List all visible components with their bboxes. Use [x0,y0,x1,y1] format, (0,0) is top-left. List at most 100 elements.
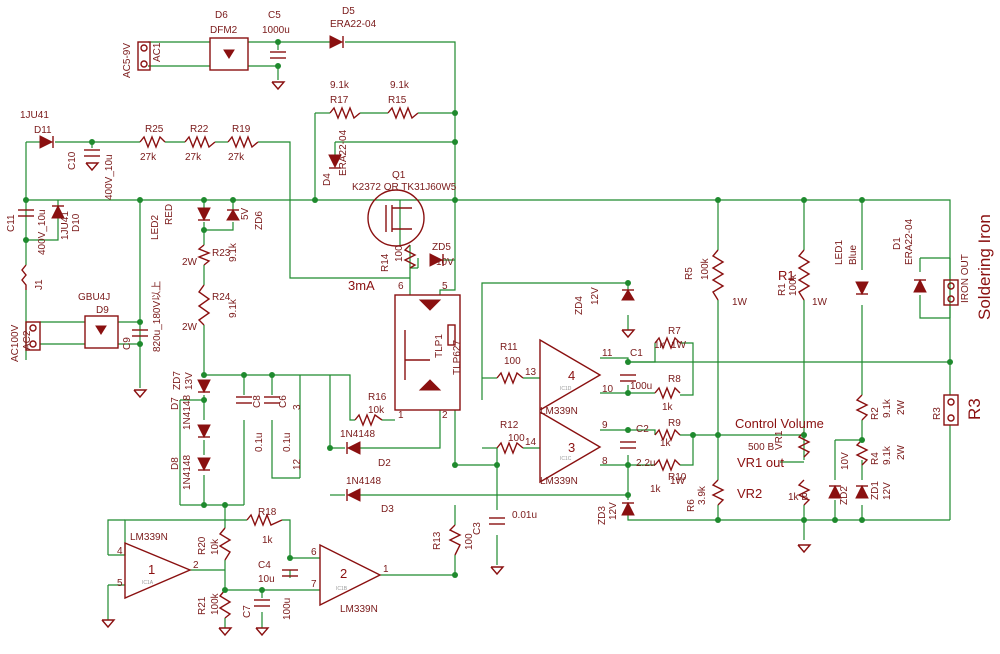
component-label: ZD6 [254,211,265,230]
component-label: LM339N [540,406,578,417]
component-label: C2 [636,424,649,435]
component-label: 2W [182,322,198,333]
component-label: 9.1k [330,80,350,91]
component-label: R18 [258,507,277,518]
component-label: 100u [630,381,652,392]
component-label: 10k [368,405,385,416]
component-label: VR2 [737,486,762,501]
component-label: 12V [608,502,619,520]
component-label: 6 [398,281,404,292]
component-label: AC2 [22,330,33,350]
component-label: 27k [185,152,202,163]
component-label: AC100V [10,324,21,362]
component-label: C5 [268,10,281,21]
component-label: Control Volume [735,416,824,431]
component-label: D11 [34,125,52,136]
component-label: 10u [258,574,275,585]
component-label: R10 [668,472,687,483]
component-label: 0.01u [512,510,537,521]
component-label: 1 [398,410,404,421]
component-label: D6 [215,10,228,21]
component-label: C8 [252,395,263,408]
junction-dots [23,39,953,593]
component-label: TLP627 [452,340,463,375]
component-label: K2372 OR TK31J60W5 [352,182,457,193]
component-label: ZD1 [870,481,881,500]
component-label: R25 [145,124,164,135]
component-label: R12 [500,420,519,431]
component-label: 1N4148 [182,455,193,490]
component-label: Soldering Iron [975,214,994,320]
component-label: ZD7 [172,371,183,390]
component-label: C3 [472,522,483,535]
component-label: 13 [525,367,537,378]
component-label: 11 [602,348,613,359]
component-label: R11 [500,342,518,353]
component-label: AC5-9V [122,43,133,78]
component-label: D3 [381,504,394,515]
component-label: 1W [671,340,687,351]
component-label: 9.1k [882,398,893,418]
component-label: R14 [380,253,391,272]
component-label: 1000u [262,25,290,36]
component-label: 10k [210,538,221,555]
component-label: 9.1k [228,298,239,318]
component-label: D2 [378,458,391,469]
component-label: 8 [602,456,608,467]
component-label: 6 [311,547,317,558]
component-label: 1W [812,297,828,308]
component-label: 4 [568,368,575,383]
component-label: ERA22-04 [904,218,915,265]
component-label: 100k [700,257,711,280]
component-label: Q1 [392,170,406,181]
component-label: 3 [292,404,303,410]
component-label: IC1D [560,386,572,392]
component-label: 1N4148 [182,395,193,430]
component-label: 2W [182,257,198,268]
component-label: C11 [6,214,17,232]
component-label: 2 [442,410,448,421]
component-label: R1 [777,283,788,296]
component-label: LM339N [130,532,168,543]
component-label: R5 [684,267,695,280]
component-label: 400V_10u [37,209,48,255]
component-label: 5 [442,281,448,292]
component-label: 10V [436,257,454,268]
component-label: 9 [602,420,608,431]
component-label: ZD4 [574,296,585,315]
component-label: R7 [668,326,681,337]
component-label: R4 [870,452,881,465]
component-label: 2W [896,444,907,460]
component-label: 1k [660,438,672,449]
component-label: 1k [262,535,274,546]
component-label: R8 [668,374,681,385]
component-label: 5 [117,578,123,589]
component-label: AC1 [152,42,163,62]
component-label: R2 [870,407,881,420]
component-label: 1 [148,562,155,577]
component-label: 0.1u [282,433,293,452]
component-label: Blue [848,245,859,265]
component-label: 4 [117,546,123,557]
component-label: IC1C [560,456,572,462]
component-label: ERA22-04 [330,19,377,30]
component-label: C4 [258,560,271,571]
component-label: IRON OUT [960,254,971,303]
component-label: 27k [140,152,157,163]
component-label: R1 [778,268,795,283]
component-label: 100 [504,356,521,367]
component-label: C6 [278,395,289,408]
component-label: 1 [383,564,389,575]
component-label: ZD2 [839,486,850,505]
component-label: R13 [432,531,443,550]
component-label: 13V [184,372,195,390]
component-label: 3 [568,440,575,455]
component-label: 2 [193,560,199,571]
component-label: R15 [388,95,407,106]
component-label: TLP1 [434,334,445,358]
component-label: LED1 [834,240,845,265]
component-label: 500 B [748,442,774,453]
component-label: R16 [368,392,387,403]
component-label: R17 [330,95,349,106]
